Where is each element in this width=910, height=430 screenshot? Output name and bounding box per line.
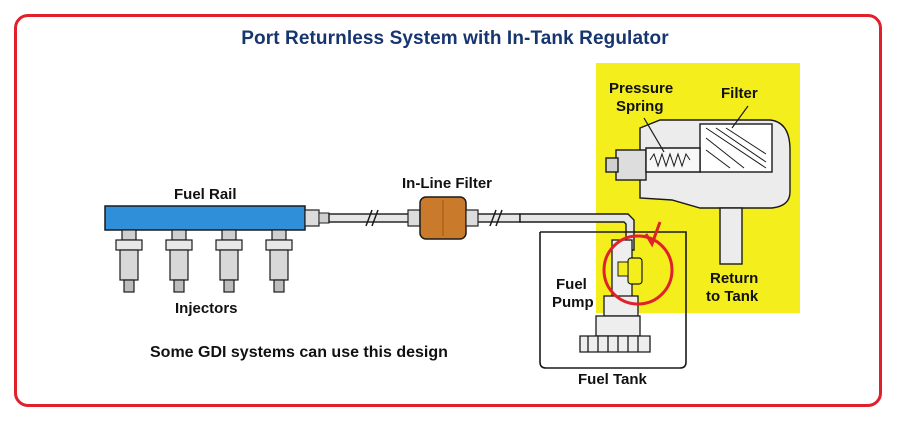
label-injectors: Injectors [175, 300, 238, 317]
diagram-title: Port Returnless System with In-Tank Regu… [241, 28, 669, 49]
label-fuel-pump-1: Fuel [556, 276, 587, 293]
in-tank-regulator [627, 257, 643, 285]
label-fuel-pump-2: Pump [552, 294, 594, 311]
label-fuel-rail: Fuel Rail [174, 186, 237, 203]
injector [215, 229, 243, 293]
injector [165, 229, 193, 293]
callout-marker [644, 221, 662, 248]
injector [115, 229, 143, 293]
fuel-rail [104, 205, 306, 231]
pressure-spring-pointer [643, 117, 665, 153]
label-filter: Filter [721, 85, 758, 102]
line-break-mark [365, 209, 503, 227]
injector [265, 229, 293, 293]
label-inline-filter: In-Line Filter [402, 175, 492, 192]
rail-fitting [304, 209, 320, 227]
design-note: Some GDI systems can use this design [150, 344, 448, 361]
fuel-tank [539, 231, 687, 369]
regulator-cutaway [605, 119, 791, 265]
label-pressure-spring-1: Pressure [609, 80, 674, 97]
inline-filter-fitting [407, 209, 421, 227]
label-fuel-tank: Fuel Tank [578, 371, 647, 388]
filter-pointer [731, 105, 749, 129]
regulator-circle-marker [602, 234, 674, 306]
label-return-1: Return [710, 270, 759, 287]
label-pressure-spring-2: Spring [616, 98, 664, 115]
label-return-2: to Tank [706, 288, 759, 305]
